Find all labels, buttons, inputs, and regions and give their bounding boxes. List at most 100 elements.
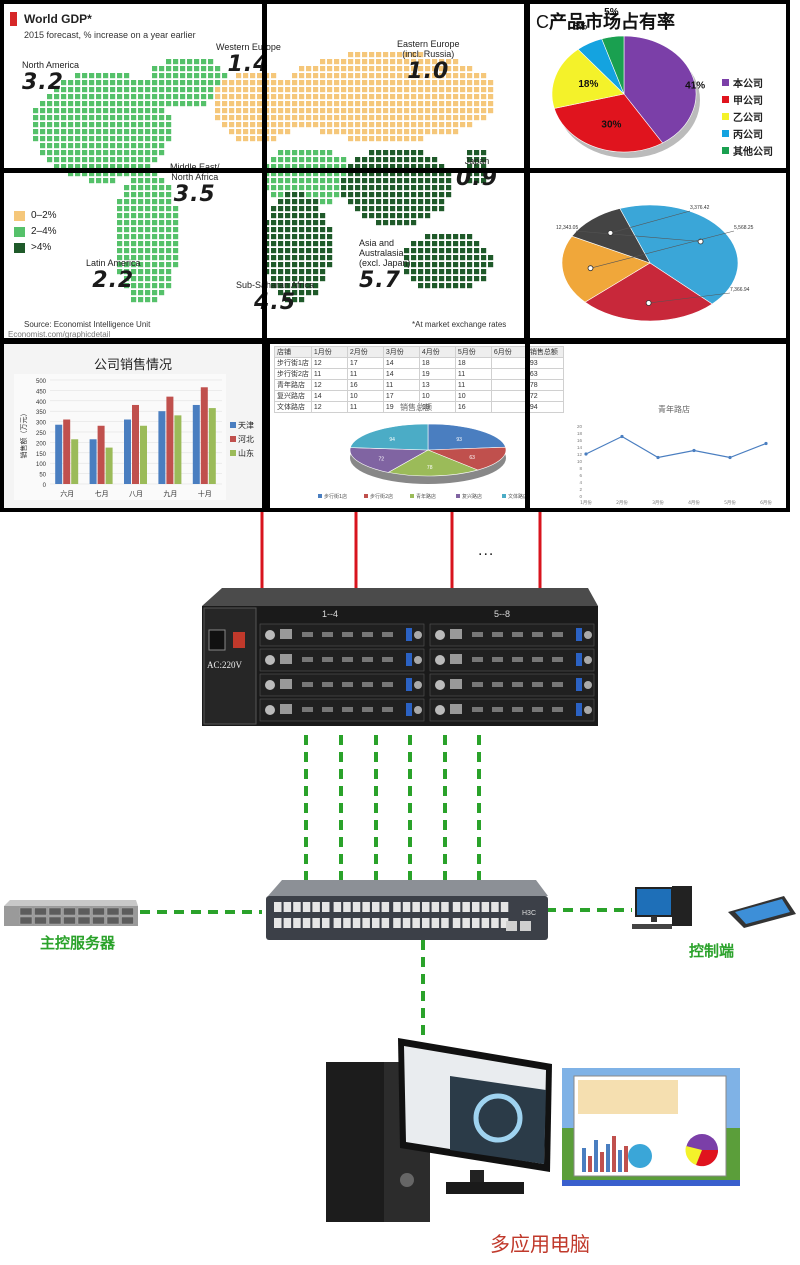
- map-dot: [362, 178, 368, 184]
- map-dot: [439, 66, 445, 72]
- line-point: [764, 441, 768, 446]
- map-dot: [404, 255, 410, 261]
- map-dot: [96, 94, 102, 100]
- map-dot: [152, 199, 158, 205]
- map-dot: [131, 255, 137, 261]
- map-dot: [75, 94, 81, 100]
- map-dot: [187, 73, 193, 79]
- bar: [208, 408, 216, 484]
- map-dot: [208, 94, 214, 100]
- map-dot: [159, 227, 165, 233]
- map-dot: [390, 185, 396, 191]
- hdmi-port-icon: [472, 657, 483, 662]
- map-dot: [425, 262, 431, 268]
- legend-swatch: [230, 422, 236, 428]
- map-dot: [481, 255, 487, 261]
- map-dot: [131, 164, 137, 170]
- map-dot: [432, 171, 438, 177]
- map-dot: [278, 80, 284, 86]
- map-dot: [376, 157, 382, 163]
- map-dot: [397, 94, 403, 100]
- map-dot: [138, 199, 144, 205]
- map-dot: [138, 157, 144, 163]
- map-dot: [166, 94, 172, 100]
- map-dot: [425, 283, 431, 289]
- pc-monitor-base: [446, 1182, 524, 1194]
- map-dot: [292, 269, 298, 275]
- map-dot: [159, 213, 165, 219]
- map-dot: [362, 192, 368, 198]
- map-dot: [404, 157, 410, 163]
- map-dot: [383, 94, 389, 100]
- line-point: [656, 455, 660, 460]
- map-dot: [411, 248, 417, 254]
- map-dot: [306, 220, 312, 226]
- line-point: [620, 434, 624, 439]
- usb-port-icon: [406, 628, 412, 641]
- map-dot: [383, 171, 389, 177]
- map-dot: [159, 136, 165, 142]
- map-dot: [355, 192, 361, 198]
- map-dot: [474, 171, 480, 177]
- map-dot: [89, 115, 95, 121]
- line-point: [728, 455, 732, 460]
- map-dot: [418, 206, 424, 212]
- map-dot: [145, 248, 151, 254]
- map-dot: [362, 213, 368, 219]
- map-dot: [334, 87, 340, 93]
- map-dot: [40, 101, 46, 107]
- map-dot: [320, 73, 326, 79]
- map-dot: [425, 73, 431, 79]
- bar-ytick: 450: [36, 389, 47, 395]
- map-dot: [341, 164, 347, 170]
- map-dot: [152, 192, 158, 198]
- map-dot: [481, 73, 487, 79]
- map-dot: [285, 185, 291, 191]
- map-dot: [33, 129, 39, 135]
- map-dot: [299, 94, 305, 100]
- map-dot: [453, 276, 459, 282]
- map-dot: [432, 164, 438, 170]
- map-dot: [96, 80, 102, 86]
- map-dot: [124, 80, 130, 86]
- map-dot: [145, 192, 151, 198]
- map-dot: [61, 108, 67, 114]
- switch-port: [441, 918, 449, 928]
- switch-port: [362, 902, 370, 912]
- map-dot: [103, 143, 109, 149]
- map-dot: [362, 171, 368, 177]
- map-dot: [75, 87, 81, 93]
- map-dot: [110, 122, 116, 128]
- sheet-cell[interactable]: 16: [454, 401, 492, 413]
- map-dot: [397, 192, 403, 198]
- map-dot: [460, 80, 466, 86]
- hdmi-port-icon: [492, 682, 503, 687]
- hdmi-port-icon: [362, 657, 373, 662]
- map-dot: [355, 206, 361, 212]
- map-dot: [82, 80, 88, 86]
- map-dot: [425, 248, 431, 254]
- map-dot: [362, 129, 368, 135]
- map-dot: [152, 101, 158, 107]
- bar: [132, 404, 139, 484]
- sheet-cell[interactable]: 94: [526, 401, 564, 413]
- drive-bay: [106, 907, 120, 916]
- sheet-cell[interactable]: 文体路店: [274, 401, 312, 413]
- map-dot: [103, 136, 109, 142]
- map-dot: [145, 94, 151, 100]
- map-dot: [33, 115, 39, 121]
- control-desktop: [632, 886, 692, 929]
- map-dot: [278, 262, 284, 268]
- map-dot: [334, 80, 340, 86]
- map-dot: [285, 297, 291, 303]
- world-dot-map: [33, 52, 494, 303]
- bar-legend-item: 天津: [230, 418, 254, 432]
- switch-port: [372, 918, 380, 928]
- map-dot: [488, 255, 494, 261]
- map-dot: [334, 122, 340, 128]
- thumb-pie: [628, 1144, 652, 1168]
- map-dot: [453, 108, 459, 114]
- map-dot: [166, 115, 172, 121]
- map-dot: [397, 213, 403, 219]
- rj45-port-icon: [450, 654, 462, 664]
